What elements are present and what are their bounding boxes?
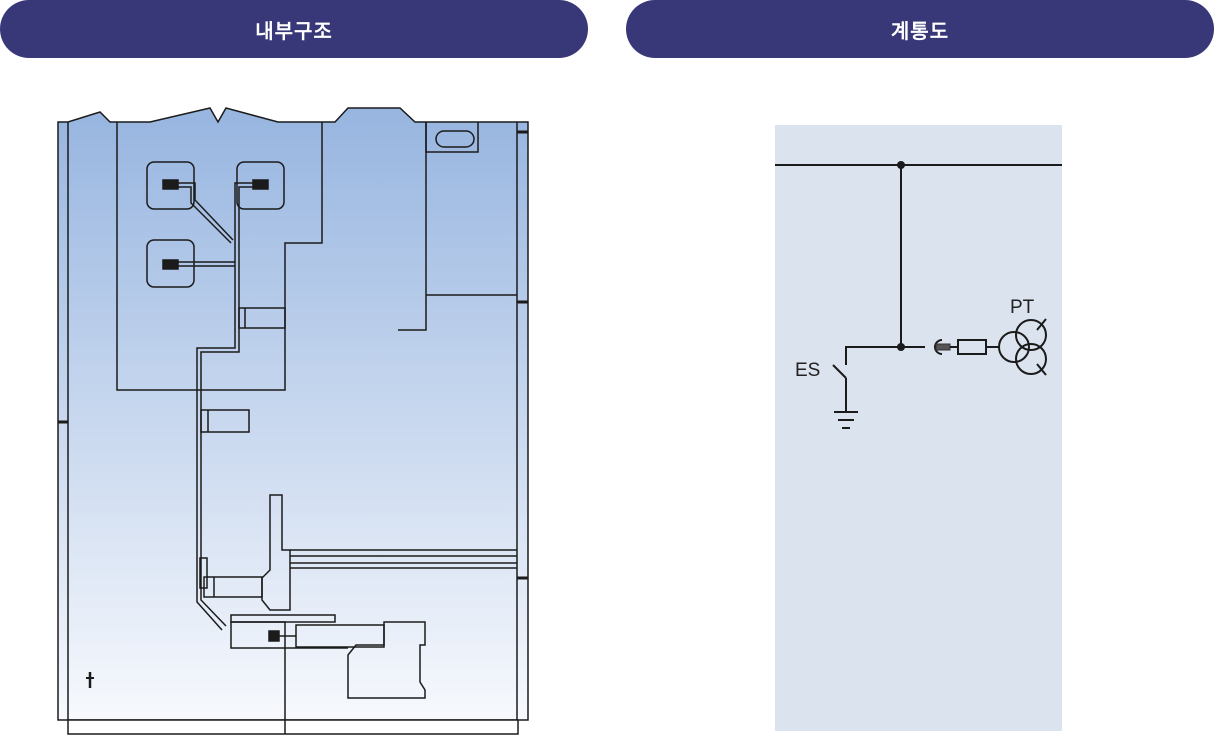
disconnect-icon — [934, 339, 943, 355]
main-conductor-b — [200, 338, 240, 627]
indicator-slot — [435, 130, 475, 148]
internal-structure-header: 내부구조 — [0, 0, 588, 58]
bushing-upper — [238, 307, 286, 329]
pt-body — [347, 621, 426, 699]
fuse-base — [230, 621, 286, 649]
main-conductor — [196, 338, 236, 631]
cabinet-drawing — [57, 107, 529, 735]
transformer-icon — [998, 318, 1047, 376]
es-shaft — [203, 576, 263, 598]
es-label: ES — [795, 360, 820, 381]
fuse-link-icon — [935, 343, 951, 351]
fuse-link — [268, 630, 280, 642]
busbar-box-3 — [146, 239, 195, 288]
busbar-link-2 — [234, 182, 253, 338]
fuse-holder — [230, 614, 336, 623]
es-branch — [845, 346, 901, 365]
ground-icon — [834, 411, 858, 429]
cabinet-base — [67, 719, 519, 735]
es-shaft-cap — [199, 557, 208, 589]
indicator-box — [425, 122, 479, 153]
bushing-lower — [200, 409, 250, 433]
busbar-bar-1 — [162, 179, 179, 190]
internal-structure-title: 내부구조 — [255, 18, 333, 43]
busbar-link-1b — [178, 186, 232, 244]
busbar-link-2b — [238, 186, 253, 338]
schematic — [775, 161, 1062, 429]
pt-compartment — [398, 122, 427, 331]
busbar-box-2 — [236, 161, 285, 210]
busbar-link-1 — [178, 182, 234, 241]
pt-label: PT — [1010, 297, 1035, 318]
busbar-bar-3 — [162, 259, 179, 270]
schematic-panel — [775, 125, 1062, 731]
busbar-bar-2 — [252, 179, 269, 190]
cabinet-body — [57, 107, 529, 721]
single-line-diagram-title: 계통도 — [890, 18, 950, 43]
busbar-box-1 — [146, 161, 195, 210]
single-line-diagram-header: 계통도 — [626, 0, 1214, 58]
es-housing — [261, 494, 291, 611]
es-switch-blade — [832, 364, 847, 379]
